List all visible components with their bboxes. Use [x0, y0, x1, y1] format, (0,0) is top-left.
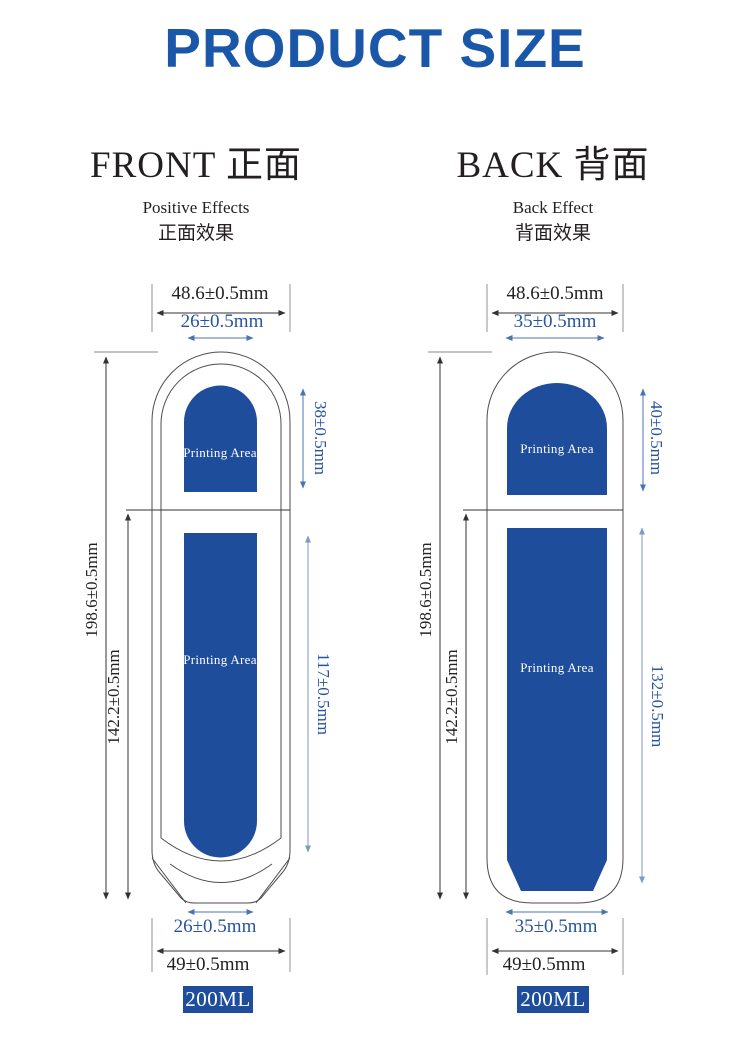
- front-heading-cn: 正面: [225, 145, 302, 186]
- front-body-printing-area-label: Printing Area: [183, 652, 257, 667]
- front-outer-width-label: 48.6±0.5mm: [171, 283, 269, 304]
- front-cap-print-height-label: 38±0.5mm: [311, 400, 330, 476]
- front-base-width-label: 49±0.5mm: [166, 954, 250, 975]
- front-heading: FRONT 正面: [0, 134, 392, 188]
- front-subtitle-cn: 正面效果: [157, 223, 234, 244]
- front-heading-en: FRONT: [90, 145, 216, 186]
- front-body-height-label: 142.2±0.5mm: [104, 649, 123, 745]
- back-subtitle-cn: 背面效果: [514, 223, 591, 244]
- back-heading: BACK 背面: [357, 134, 749, 188]
- back-heading-en: BACK: [456, 145, 564, 186]
- back-heading-cn: 背面: [573, 145, 650, 186]
- back-dimension-lines: [428, 284, 646, 975]
- back-base-width-label: 49±0.5mm: [502, 954, 586, 975]
- back-bottle-outline: [463, 351, 624, 904]
- front-body-print-height-label: 117±0.5mm: [314, 653, 333, 735]
- back-print-width-label: 35±0.5mm: [513, 311, 597, 332]
- front-dimension-lines: [94, 284, 311, 972]
- back-cap-print-height-label: 40±0.5mm: [647, 400, 666, 476]
- back-print-width-bottom-label: 35±0.5mm: [514, 916, 598, 937]
- back-subtitle-en: Back Effect: [512, 198, 594, 217]
- back-body-printing-area-label: Printing Area: [520, 660, 594, 675]
- front-subtitle-en: Positive Effects: [142, 198, 250, 217]
- back-volume-badge: 200ML: [517, 986, 589, 1013]
- front-volume-badge: 200ML: [183, 986, 253, 1013]
- front-print-width-label: 26±0.5mm: [180, 311, 264, 332]
- back-total-height-label: 198.6±0.5mm: [416, 542, 435, 638]
- back-printing-areas: [507, 383, 607, 891]
- front-total-height-label: 198.6±0.5mm: [82, 542, 101, 638]
- page-title: PRODUCT SIZE: [164, 17, 586, 79]
- front-bottle-outline: [126, 351, 291, 904]
- front-print-width-bottom-label: 26±0.5mm: [173, 916, 257, 937]
- back-outer-width-label: 48.6±0.5mm: [506, 283, 604, 304]
- front-cap-printing-area-label: Printing Area: [183, 445, 257, 460]
- back-body-print-height-label: 132±0.5mm: [648, 664, 667, 748]
- back-cap-printing-area-label: Printing Area: [520, 441, 594, 456]
- front-printing-areas: [184, 385, 257, 858]
- back-body-height-label: 142.2±0.5mm: [442, 649, 461, 745]
